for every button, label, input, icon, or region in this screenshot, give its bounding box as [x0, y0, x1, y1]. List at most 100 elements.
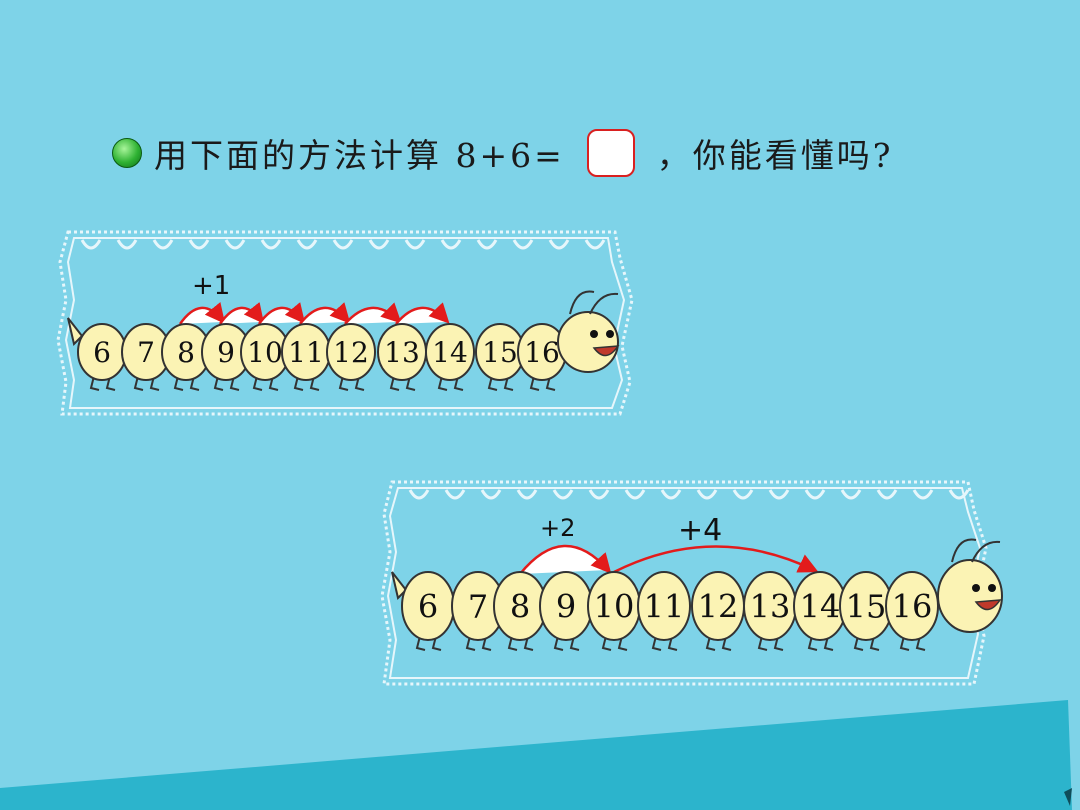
caterpillar-leg: [89, 375, 100, 391]
caterpillar-leg: [252, 375, 263, 391]
caterpillar-segment: [326, 323, 376, 381]
caterpillar-leg: [853, 635, 864, 651]
eye: [988, 584, 996, 592]
caterpillar-frame-1: [56, 230, 634, 416]
jump-arrow-fill: [520, 545, 608, 574]
caterpillar-leg: [431, 635, 442, 651]
frame-scallop: [80, 239, 102, 250]
frame-scallop: [224, 239, 246, 250]
segment-number: 9: [217, 336, 235, 369]
caterpillar-leg: [389, 375, 400, 391]
segment-number: 14: [432, 336, 468, 369]
antennae: [951, 538, 1001, 563]
segment-number: 11: [644, 588, 685, 626]
footer-band: [0, 700, 1072, 810]
caterpillar-segment: [425, 323, 475, 381]
caterpillar-leg: [338, 375, 349, 391]
caterpillar-leg: [213, 375, 224, 391]
caterpillar-leg: [268, 375, 279, 391]
caterpillar-legs: [89, 375, 556, 391]
eye: [590, 330, 598, 338]
question-line: 用下面的方法计算 8+6= ，你能看懂吗?: [112, 128, 894, 178]
question-tail: ，你能看懂吗?: [656, 136, 894, 175]
caterpillar-leg: [899, 635, 910, 651]
frame-scallop: [660, 489, 682, 500]
jump-arrow-plus-2: [519, 544, 612, 575]
caterpillar-leg: [617, 635, 628, 651]
frame-scallops: [80, 239, 606, 250]
eye: [972, 584, 980, 592]
caterpillar-leg: [354, 375, 365, 391]
frame-scallop: [512, 239, 534, 250]
mouth: [592, 345, 620, 357]
segment-number: 6: [93, 336, 111, 369]
jump-arrow: [178, 302, 226, 325]
segment-number: 6: [418, 588, 438, 626]
caterpillar-leg: [229, 375, 240, 391]
jump-label-plus-1: +1: [192, 271, 230, 301]
frame-scallop: [260, 239, 282, 250]
caterpillar-leg: [105, 375, 116, 391]
caterpillar-leg: [529, 375, 540, 391]
caterpillar-tail: [391, 571, 408, 600]
frame-scallop: [368, 239, 390, 250]
caterpillar-leg: [133, 375, 144, 391]
caterpillar-leg: [149, 375, 160, 391]
caterpillar-face: [937, 559, 1003, 633]
caterpillar-leg: [705, 635, 716, 651]
frame-scallop: [296, 239, 318, 250]
segment-number: 13: [750, 588, 791, 626]
frame-scallop: [732, 489, 754, 500]
segment-number: 9: [556, 588, 576, 626]
caterpillar-leg: [757, 635, 768, 651]
caterpillar-segment: [637, 571, 691, 641]
caterpillar-leg: [465, 635, 476, 651]
caterpillar-leg: [487, 375, 498, 391]
segment-number: 8: [177, 336, 195, 369]
caterpillar-head: [937, 538, 1003, 633]
segment-number: 15: [846, 588, 887, 626]
frame-scallop: [152, 239, 174, 250]
jump-arrow: [299, 302, 351, 325]
caterpillar-leg: [481, 635, 492, 651]
jump-arrow: [257, 302, 306, 325]
segment-number: 14: [800, 588, 841, 626]
frame-scallop: [840, 489, 862, 500]
frame-scallop: [696, 489, 718, 500]
caterpillar-leg: [523, 635, 534, 651]
caterpillar-segment: [885, 571, 939, 641]
answer-blank-box[interactable]: [586, 129, 635, 177]
caterpillar-leg: [415, 635, 426, 651]
caterpillar-leg: [807, 635, 818, 651]
jump-arrow: [395, 302, 450, 325]
segment-number: 10: [247, 336, 283, 369]
frame-scallop: [876, 489, 898, 500]
jump-arrow: [344, 302, 402, 325]
mouth: [974, 599, 1002, 611]
jump-arrow-plus-4: [613, 545, 819, 574]
caterpillar-leg: [405, 375, 416, 391]
caterpillar-leg: [453, 375, 464, 391]
frame-border: [56, 230, 634, 416]
segment-number: 8: [510, 588, 530, 626]
segment-number: 15: [482, 336, 518, 369]
segment-number: 16: [892, 588, 933, 626]
caterpillar-leg: [553, 635, 564, 651]
frame-scallop: [116, 239, 138, 250]
caterpillar-tail: [67, 317, 84, 346]
caterpillar-leg: [721, 635, 732, 651]
frame-scallop: [548, 239, 570, 250]
segment-number: 7: [137, 336, 155, 369]
caterpillar-face: [557, 311, 619, 373]
segment-number: 10: [594, 588, 635, 626]
frame-inner-border: [386, 487, 982, 679]
green-bullet-icon: [112, 138, 142, 168]
frame-scallop: [804, 489, 826, 500]
caterpillar-head: [557, 290, 620, 373]
jump-label-plus-4: +4: [678, 513, 722, 548]
